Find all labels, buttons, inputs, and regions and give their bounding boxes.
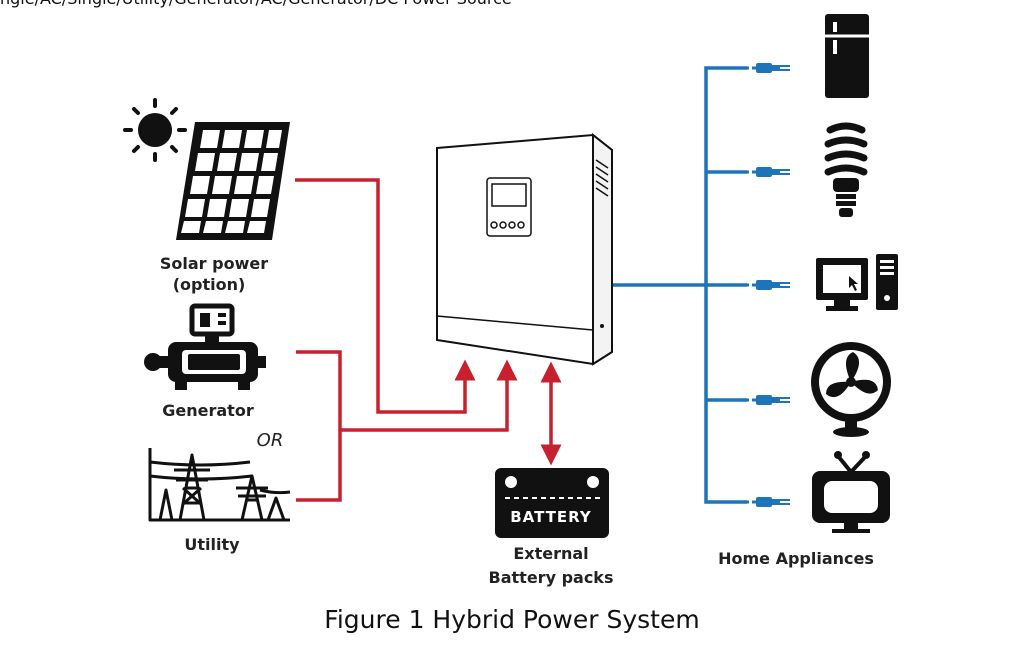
- solar-label: Solar power: [160, 254, 268, 273]
- external-sublabel: Battery packs: [489, 568, 614, 587]
- utility-label: Utility: [184, 535, 240, 554]
- plug-icon: [744, 495, 792, 509]
- battery-label: BATTERY: [510, 508, 592, 526]
- or-label: OR: [257, 430, 284, 451]
- utility-tower-icon: [148, 448, 291, 522]
- external-label: External: [513, 544, 588, 563]
- lightbulb-icon: [824, 122, 868, 217]
- solar-panel-icon: [176, 122, 290, 240]
- home-appliances-label: Home Appliances: [718, 549, 874, 568]
- battery-icon: [495, 468, 609, 538]
- plug-icon: [744, 278, 792, 292]
- plug-icon: [744, 61, 792, 75]
- generator-icon: [144, 303, 266, 390]
- computer-icon: [816, 254, 898, 311]
- solar-sublabel: (option): [173, 275, 246, 294]
- plug-icon: [744, 393, 792, 407]
- inverter-icon: [436, 132, 613, 366]
- output-wiring: [610, 66, 747, 504]
- tv-icon: [812, 451, 890, 533]
- plug-icon: [744, 165, 792, 179]
- sun-icon: [123, 98, 187, 162]
- fridge-icon: [825, 14, 869, 98]
- figure-caption: Figure 1 Hybrid Power System: [324, 605, 699, 634]
- top-text-fragment: ngle/AC/Single/Utility/Generator/AC/Gene…: [0, 0, 512, 8]
- input-wiring: [295, 178, 562, 502]
- generator-label: Generator: [162, 401, 254, 420]
- fan-icon: [811, 342, 891, 437]
